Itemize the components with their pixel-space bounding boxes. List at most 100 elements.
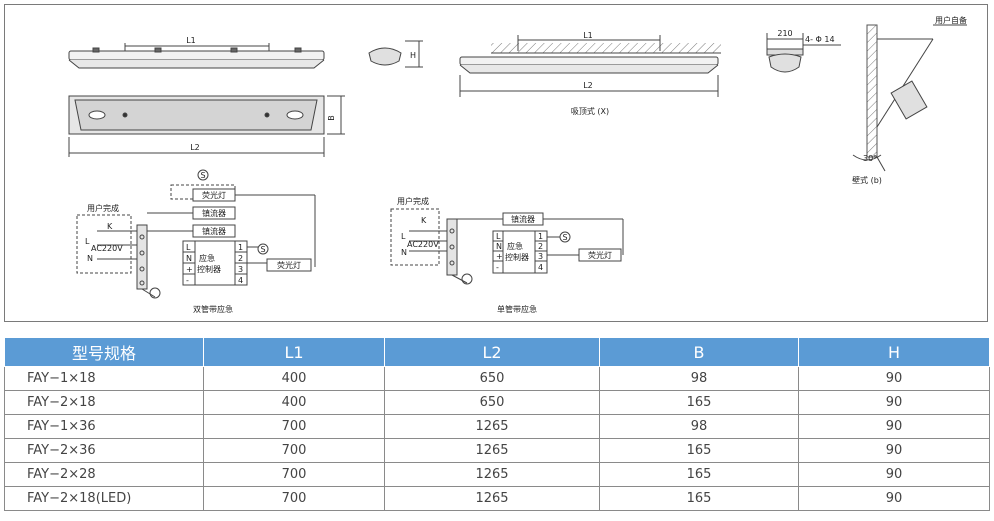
double-caption: 双管带应急 — [193, 304, 233, 314]
wall-mount-view — [852, 24, 967, 172]
cell-l1: 700 — [203, 462, 385, 487]
table-row: FAY−2×18 400 650 165 90 — [4, 390, 990, 415]
double-t4: 4 — [238, 276, 243, 285]
single-t2: 2 — [538, 242, 543, 251]
cell-h: 90 — [798, 462, 990, 487]
cell-b: 165 — [599, 390, 799, 415]
table-row: FAY−1×36 700 1265 98 90 — [4, 414, 990, 439]
single-caption: 单管带应急 — [497, 304, 537, 314]
double-ctrl-minus: - — [186, 276, 189, 285]
double-t3: 3 — [238, 265, 243, 274]
double-ac: AC220V — [91, 244, 123, 253]
single-t1: 1 — [538, 232, 543, 241]
table-row: FAY−1×18 400 650 98 90 — [4, 366, 990, 391]
double-t1: 1 — [238, 243, 243, 252]
single-k: K — [421, 216, 427, 225]
end-view-luminaire — [368, 40, 423, 68]
cell-l2: 1265 — [384, 486, 600, 511]
cell-h: 90 — [798, 438, 990, 463]
technical-drawing-panel: L1 B L2 H L1 L2 吸顶式 (X) 210 4- Φ 14 用户自备… — [4, 4, 988, 322]
side-view-luminaire — [68, 43, 325, 69]
single-fluorescent: 荧光灯 — [588, 250, 612, 260]
cell-l2: 650 — [384, 390, 600, 415]
cell-l2: 1265 — [384, 438, 600, 463]
double-fluorescent-1: 荧光灯 — [202, 190, 226, 200]
cell-model: FAY−2×36 — [4, 438, 204, 463]
label-holes: 4- Φ 14 — [805, 35, 835, 44]
cell-h: 90 — [798, 390, 990, 415]
header-model: 型号规格 — [4, 337, 204, 367]
spec-table: 型号规格 L1 L2 B H FAY−1×18 400 650 98 90 FA… — [4, 337, 990, 511]
label-angle: 30° — [863, 154, 877, 163]
double-fluorescent-2: 荧光灯 — [277, 260, 301, 270]
cell-model: FAY−2×28 — [4, 462, 204, 487]
header-l2: L2 — [384, 337, 600, 367]
label-user-supplied: 用户自备 — [935, 15, 967, 25]
header-l1: L1 — [203, 337, 385, 367]
cell-b: 165 — [599, 438, 799, 463]
cell-b: 98 — [599, 414, 799, 439]
cell-h: 90 — [798, 486, 990, 511]
double-ctrl-n: N — [186, 254, 192, 263]
table-row: FAY−2×36 700 1265 165 90 — [4, 438, 990, 463]
double-s2: S — [260, 245, 265, 254]
ceiling-caption: 吸顶式 (X) — [571, 106, 609, 116]
cell-l2: 1265 — [384, 462, 600, 487]
cell-l2: 650 — [384, 366, 600, 391]
single-ctrl-plus: + — [496, 252, 503, 261]
single-emergency: 应急 — [507, 241, 523, 251]
ceiling-mount-view — [459, 35, 721, 97]
double-ballast-2: 镇流器 — [202, 226, 226, 236]
label-210: 210 — [777, 29, 792, 38]
spec-table-header-row: 型号规格 L1 L2 B H — [4, 337, 990, 367]
double-s: S — [200, 171, 205, 180]
table-row: FAY−2×28 700 1265 165 90 — [4, 462, 990, 487]
top-view-luminaire — [68, 95, 345, 157]
cell-l1: 400 — [203, 390, 385, 415]
cell-l2: 1265 — [384, 414, 600, 439]
single-s: S — [562, 233, 567, 242]
single-ballast: 镇流器 — [511, 214, 535, 224]
mounting-end-view — [766, 33, 841, 73]
double-ctrl-plus: + — [186, 265, 193, 274]
single-user-complete: 用户完成 — [397, 196, 429, 206]
single-ctrl-minus: - — [496, 263, 499, 272]
double-n: N — [87, 254, 93, 263]
single-ctrl-n: N — [496, 242, 502, 251]
single-n: N — [401, 248, 407, 257]
cell-h: 90 — [798, 414, 990, 439]
table-row: FAY−2×18(LED) 700 1265 165 90 — [4, 486, 990, 511]
single-ctrl-l: L — [496, 232, 501, 241]
cell-h: 90 — [798, 366, 990, 391]
wall-caption: 壁式 (b) — [852, 175, 882, 185]
technical-drawing: L1 B L2 H L1 L2 吸顶式 (X) 210 4- Φ 14 用户自备… — [68, 15, 967, 314]
cell-model: FAY−2×18(LED) — [4, 486, 204, 511]
cell-b: 165 — [599, 486, 799, 511]
double-tube-wiring-diagram — [76, 169, 316, 299]
cell-l1: 400 — [203, 366, 385, 391]
double-emergency: 应急 — [199, 253, 215, 263]
label-h: H — [410, 51, 416, 60]
cell-model: FAY−1×18 — [4, 366, 204, 391]
double-ctrl-l: L — [186, 243, 191, 252]
label-l2-ceiling: L2 — [583, 81, 593, 90]
double-user-complete: 用户完成 — [87, 203, 119, 213]
cell-model: FAY−1×36 — [4, 414, 204, 439]
cell-b: 165 — [599, 462, 799, 487]
header-b: B — [599, 337, 799, 367]
label-l1-ceiling: L1 — [583, 31, 593, 40]
double-t2: 2 — [238, 254, 243, 263]
cell-l1: 700 — [203, 486, 385, 511]
single-controller: 控制器 — [505, 252, 529, 262]
single-l: L — [401, 232, 406, 241]
label-l1-side: L1 — [186, 36, 196, 45]
single-t4: 4 — [538, 263, 543, 272]
single-ac: AC220V — [407, 240, 439, 249]
double-k: K — [107, 222, 113, 231]
label-b: B — [327, 115, 336, 121]
double-controller: 控制器 — [197, 264, 221, 274]
double-ballast-1: 镇流器 — [202, 208, 226, 218]
single-t3: 3 — [538, 252, 543, 261]
cell-b: 98 — [599, 366, 799, 391]
header-h: H — [798, 337, 990, 367]
